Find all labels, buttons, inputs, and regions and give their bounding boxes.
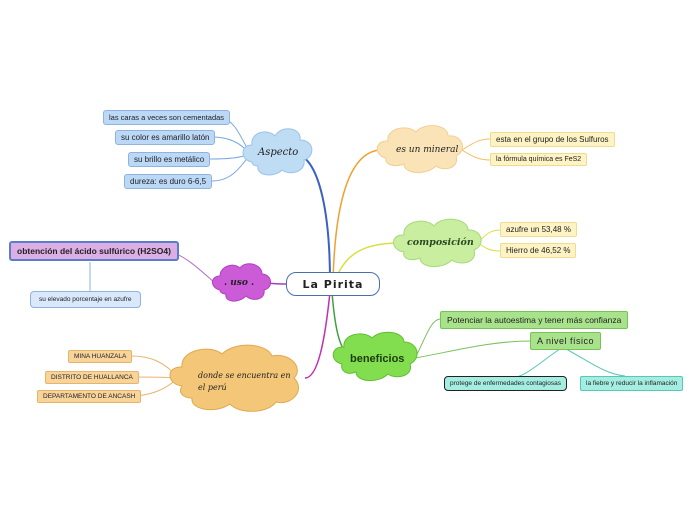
composicion-cloud[interactable] xyxy=(393,218,482,267)
central-topic-label: La Pirita xyxy=(302,277,364,291)
beneficios-item[interactable]: A nivel físico xyxy=(530,332,602,350)
donde-item[interactable]: DISTRITO DE HUALLANCA xyxy=(45,371,139,384)
mineral-item[interactable]: la fórmula química es FeS2 xyxy=(490,153,588,166)
beneficios-label: beneficios xyxy=(350,353,405,365)
donde-item[interactable]: MINA HUANZALA xyxy=(68,350,133,363)
nivel-fisico-sub-item[interactable]: la fiebre y reducir la inflamación xyxy=(580,376,684,391)
composicion-item[interactable]: azufre un 53,48 % xyxy=(500,222,577,237)
link-beneficios-item-1 xyxy=(414,318,441,359)
mineral-item[interactable]: esta en el grupo de los Sulfuros xyxy=(490,132,615,147)
link-nivel-sub-1 xyxy=(509,348,561,379)
donde-item[interactable]: DEPARTAMENTO DE ANCASH xyxy=(37,390,142,403)
composicion-label: composición xyxy=(407,237,474,248)
donde-label: donde se encuentra en el perú xyxy=(198,371,291,392)
mineral-cloud[interactable] xyxy=(376,125,463,173)
central-topic[interactable]: La Pirita xyxy=(286,272,380,296)
aspecto-item[interactable]: las caras a veces son cementadas xyxy=(103,110,231,125)
link-central-aspecto xyxy=(297,153,331,283)
link-mineral-item-1 xyxy=(461,138,491,151)
link-nivel-sub-2 xyxy=(565,348,626,377)
uso-label: . uso . xyxy=(224,278,255,288)
mineral-label: es un mineral xyxy=(396,145,459,155)
link-composicion-item-2 xyxy=(477,242,501,252)
composicion-item[interactable]: Hierro de 46,52 % xyxy=(500,243,577,258)
beneficios-cloud[interactable] xyxy=(332,331,418,381)
aspecto-label: Aspecto xyxy=(258,147,299,158)
link-central-mineral xyxy=(332,149,383,283)
aspecto-item[interactable]: dureza: es duro 6-6,5 xyxy=(124,174,213,189)
link-mineral-item-2 xyxy=(461,149,491,161)
aspecto-item[interactable]: su color es amarillo latón xyxy=(115,130,216,145)
link-beneficios-item-2 xyxy=(414,340,531,359)
beneficios-item[interactable]: Potenciar la autoestima y tener más conf… xyxy=(440,311,629,329)
uso-item-sub[interactable]: su elevado porcentaje en azufre xyxy=(30,291,141,308)
aspecto-item[interactable]: su brillo es metálico xyxy=(128,152,211,167)
link-central-donde xyxy=(304,291,331,379)
aspecto-cloud[interactable] xyxy=(242,128,313,176)
uso-item-main[interactable]: obtención del ácido sulfúrico (H2SO4) xyxy=(9,241,179,261)
uso-cloud[interactable] xyxy=(212,263,271,302)
nivel-fisico-sub-item[interactable]: protege de enfermedades contagiosas xyxy=(444,376,567,391)
donde-cloud[interactable] xyxy=(169,344,299,412)
